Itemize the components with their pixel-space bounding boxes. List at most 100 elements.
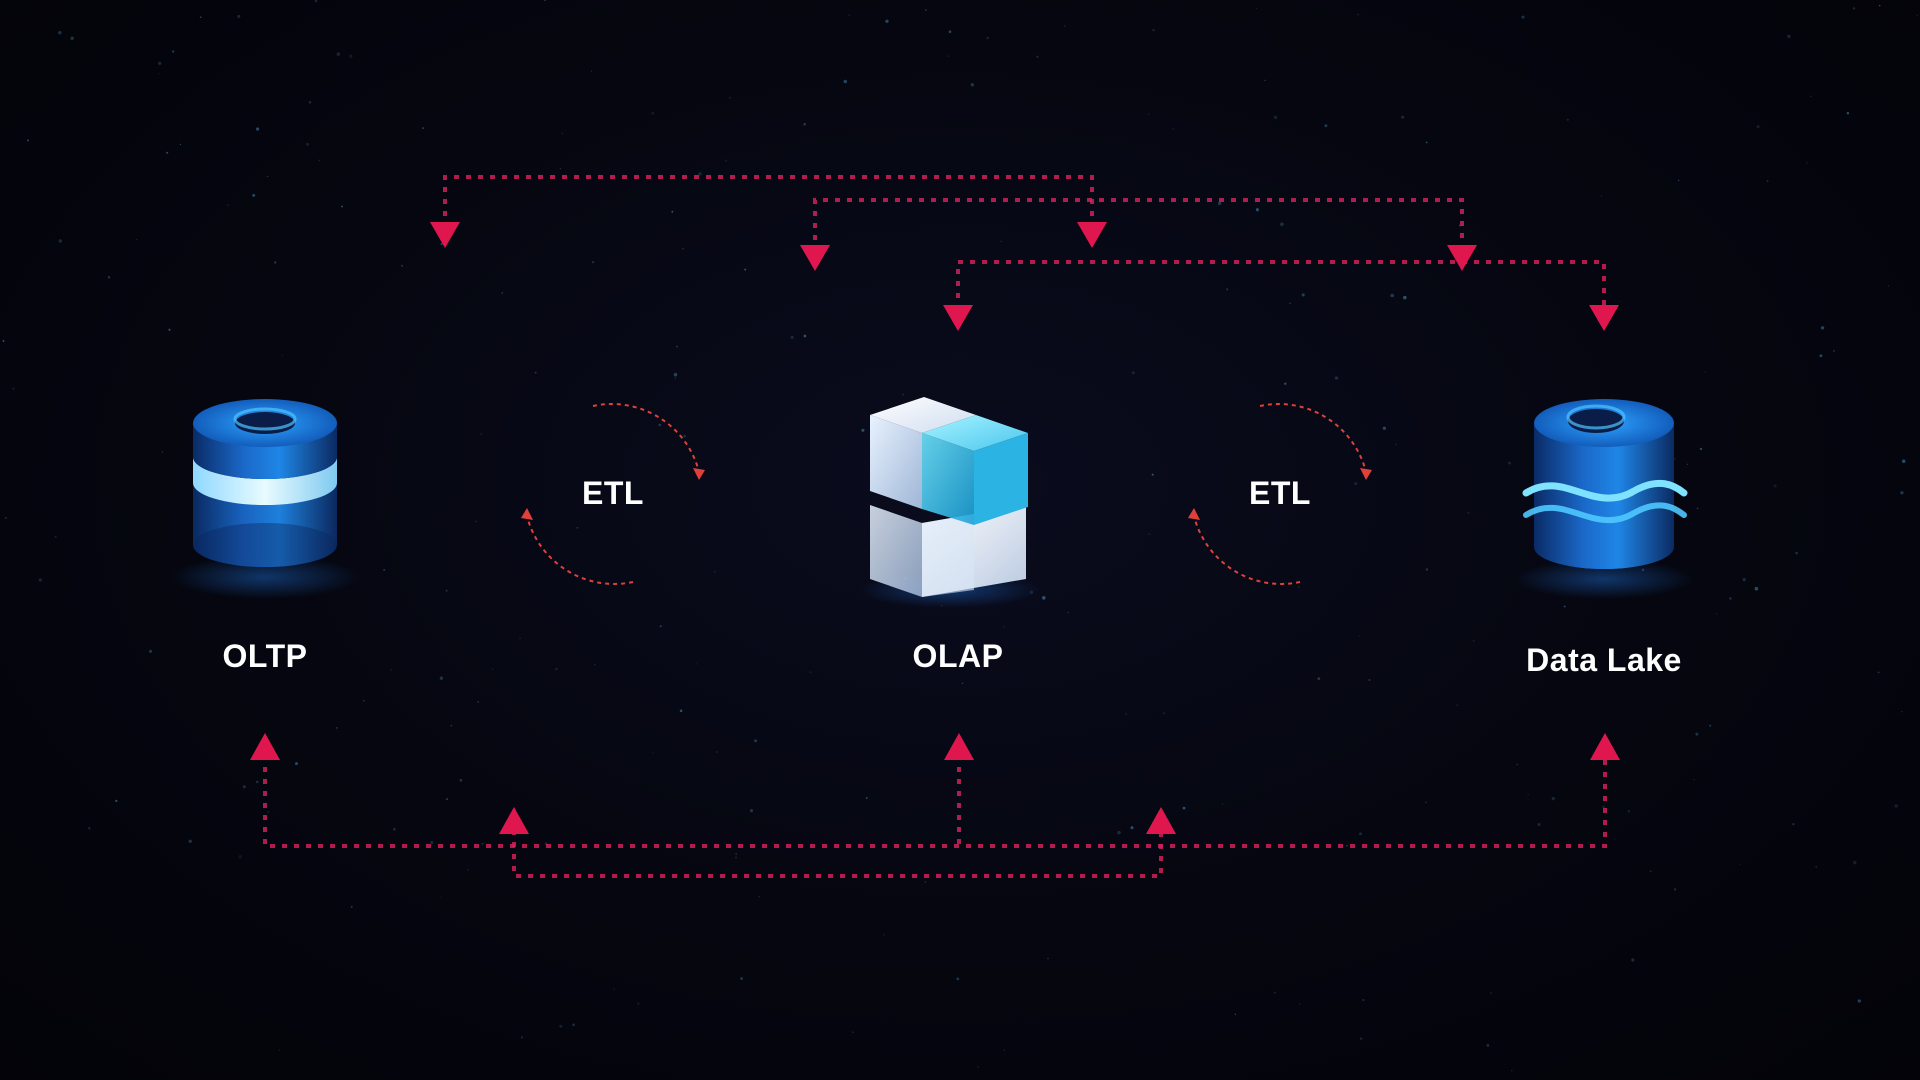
star-dot [27,139,30,142]
star-dot [740,977,744,980]
star-dot [1359,1037,1363,1040]
star-dot [1566,118,1569,121]
star-dot [1284,382,1287,385]
star-dot [238,855,242,859]
star-dot [1226,288,1229,291]
arrow-up-icon [944,733,974,760]
star-dot [1805,161,1808,164]
star-dot [1699,447,1703,451]
star-dot [12,387,15,390]
top-connectors [443,175,1606,310]
star-dot [161,451,163,453]
star-dot [977,1066,979,1068]
star-dot [735,856,737,859]
olap-cube-icon [860,397,1040,608]
star-dot [673,372,678,377]
star-dot [383,568,386,571]
star-dot [1425,141,1428,144]
star-dot [591,260,595,264]
star-dot [1852,860,1857,865]
cycle-arrows-icon [1193,403,1367,585]
star-dot [543,0,547,2]
database-cylinder-icon [170,399,360,599]
star-dot [520,1036,524,1039]
star-dot [1334,376,1339,380]
star-dot [1273,115,1278,120]
star-dot [1537,822,1541,827]
star-dot [861,428,865,432]
arrow-down-icon [1589,305,1619,331]
star-dot [501,292,504,294]
star-dot [1773,484,1777,488]
star-dot [115,799,118,803]
star-dot [658,423,662,427]
star-dot [1234,1013,1237,1016]
star-dot [306,142,310,146]
star-dot [1551,796,1556,801]
star-dot [1042,596,1046,600]
star-dot [1151,473,1154,476]
star-dot [1359,832,1362,836]
star-dot [58,239,62,243]
star-dot [467,868,470,871]
star-dot [1403,295,1407,300]
star-dot [1742,577,1746,582]
star-dot [1289,302,1291,305]
star-dot [1716,613,1718,615]
star-dot [925,9,927,11]
star-dot [1792,823,1795,826]
star-dot [1456,704,1458,706]
arrowhead-icon [693,468,705,480]
star-dot [1117,830,1121,835]
star-dot [281,354,284,357]
star-dot [38,578,42,582]
star-dot [58,30,62,35]
star-dot [158,72,160,75]
star-dot [1729,597,1732,600]
star-dot [676,345,678,348]
star-dot [1221,803,1224,805]
star-dot [865,796,868,800]
star-dot [422,127,424,130]
star-dot [1600,195,1603,197]
star-dot [1362,998,1365,1002]
star-dot [1003,625,1005,628]
star-dot [559,167,562,170]
star-dot [362,699,365,702]
star-dot [683,434,686,438]
star-dot [1819,354,1823,358]
star-dot [318,159,321,162]
star-dot [440,242,443,246]
star-dot [350,905,353,908]
star-dot [481,842,484,845]
star-dot [1067,611,1070,614]
star-dot [713,570,716,573]
star-dot [252,193,256,197]
star-dot [924,880,927,883]
etl-label-left: ETL [582,475,644,511]
star-dot [1878,4,1881,7]
arrow-down-icon [430,222,460,248]
star-dot [341,205,343,208]
star-dot [1508,461,1511,465]
star-dot [1627,809,1631,813]
star-dot [698,172,702,176]
star-dot [695,663,698,665]
star-dot [1901,459,1906,464]
star-dot [803,334,807,338]
star-dot [561,132,564,135]
star-dot [1887,285,1890,287]
star-dot [1486,1044,1490,1047]
star-dot [754,739,758,743]
star-dot [1787,34,1791,39]
star-dot [728,96,732,99]
star-dot [1853,7,1856,10]
top-arrowheads [430,222,1619,331]
star-dot [158,61,162,66]
star-dot [652,751,654,753]
star-dot [1324,124,1328,128]
star-dot [430,841,434,844]
star-dot [1368,679,1371,681]
star-dot [519,637,521,639]
